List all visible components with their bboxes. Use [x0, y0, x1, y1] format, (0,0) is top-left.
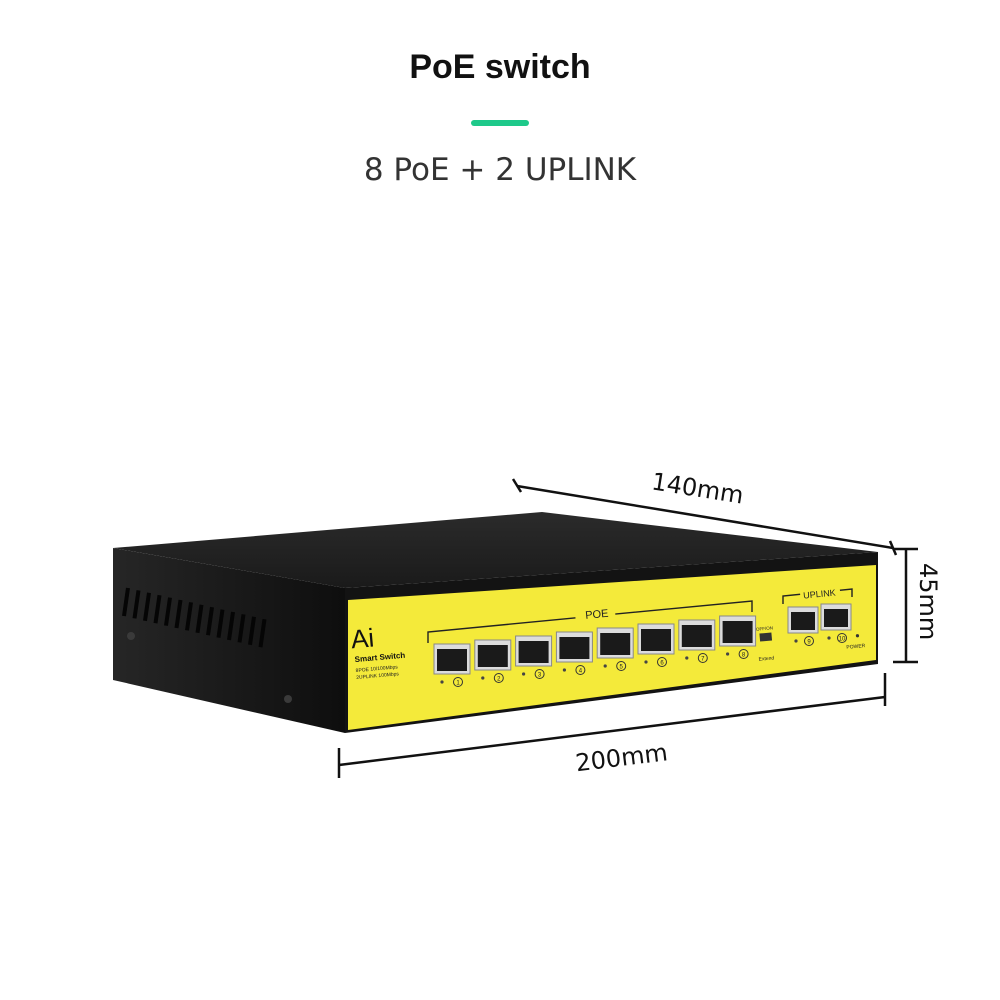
- port-number-badge: [837, 633, 847, 643]
- switch-left-face: [113, 548, 345, 733]
- brand-logo: Ai: [350, 622, 376, 654]
- accent-divider: [471, 120, 529, 126]
- vent-slot: [164, 597, 172, 626]
- poe-group-label: POE: [585, 608, 609, 622]
- vent-slot: [185, 602, 193, 631]
- width-label: 200mm: [574, 738, 669, 777]
- port-number-badge: [616, 661, 627, 671]
- port-number: 3: [538, 673, 542, 679]
- height-dimension-line: [893, 547, 918, 664]
- port-number: 2: [497, 677, 501, 683]
- port-socket: [600, 633, 631, 655]
- port-socket: [641, 629, 671, 651]
- switch-label: OFF/ON: [756, 625, 773, 631]
- port-number-badge: [493, 673, 504, 683]
- vent-slot: [132, 590, 141, 619]
- width-dimension-line: [337, 673, 887, 778]
- port-number: 4: [579, 669, 583, 675]
- port-number: 6: [660, 661, 664, 667]
- port-number-badge: [575, 665, 586, 675]
- extend-toggle-switch[interactable]: [759, 632, 773, 642]
- ethernet-port-8[interactable]: 8: [719, 615, 757, 659]
- extend-label: Extend: [758, 655, 774, 662]
- port-led-icon: [726, 652, 730, 656]
- ethernet-port-1[interactable]: 1: [433, 643, 471, 687]
- port-socket: [437, 649, 467, 671]
- spec-line-2: 2UPLINK 100Mbps: [356, 671, 400, 681]
- spec-line-1: 8POE 10/100Mbps: [355, 664, 398, 674]
- port-number-badge: [534, 669, 545, 679]
- port-number-badge: [738, 649, 749, 659]
- ethernet-port-5[interactable]: 5: [596, 627, 634, 671]
- ethernet-port-2[interactable]: 2: [474, 639, 512, 683]
- switch-top-face: [113, 512, 878, 588]
- vent-slot: [174, 599, 183, 629]
- port-led-icon: [522, 672, 526, 676]
- port-led-icon: [794, 639, 798, 643]
- ethernet-port-3[interactable]: 3: [515, 635, 553, 679]
- port-number: 10: [839, 637, 846, 643]
- vent-slot: [227, 611, 235, 641]
- port-led-icon: [440, 680, 444, 684]
- vent-slot: [195, 604, 204, 634]
- power-led-icon: [855, 634, 860, 638]
- depth-label: 140mm: [650, 467, 746, 509]
- port-number: 9: [807, 640, 811, 646]
- port-led-icon: [603, 664, 607, 668]
- model-label: Smart Switch: [354, 651, 405, 664]
- page-title: PoE switch: [409, 48, 591, 86]
- port-row: 1 2 3 4 5 6 7 8 9 10: [433, 603, 852, 687]
- vent-slot: [143, 592, 151, 622]
- ethernet-port-7[interactable]: 7: [678, 619, 716, 663]
- port-number: 7: [701, 657, 705, 663]
- port-led-icon: [481, 676, 485, 680]
- vent-slot: [216, 609, 225, 638]
- screw-icon: [284, 695, 292, 703]
- port-socket: [518, 641, 549, 663]
- port-socket: [477, 645, 508, 667]
- port-led-icon: [562, 668, 567, 672]
- ethernet-port-4[interactable]: 4: [555, 631, 593, 675]
- port-number: 5: [620, 665, 624, 671]
- port-socket: [824, 609, 848, 627]
- poe-label-bg: [574, 604, 616, 620]
- side-vents: [122, 587, 267, 648]
- port-number: 8: [742, 653, 746, 659]
- port-number-badge: [697, 653, 708, 663]
- port-socket: [791, 612, 815, 630]
- port-socket: [559, 637, 590, 659]
- port-socket: [681, 625, 712, 647]
- vent-slot: [206, 606, 214, 636]
- screw-icon: [127, 632, 135, 640]
- port-number-badge: [657, 657, 667, 667]
- port-number-badge: [453, 677, 463, 687]
- vent-slot: [248, 616, 256, 646]
- power-label: POWER: [846, 643, 866, 651]
- port-number: 1: [456, 681, 460, 687]
- port-number-badge: [804, 636, 814, 646]
- ethernet-port-6[interactable]: 6: [637, 623, 675, 667]
- ethernet-port-9[interactable]: 9: [787, 606, 819, 646]
- ethernet-port-10[interactable]: 10: [820, 603, 852, 643]
- page-subtitle: 8 PoE + 2 UPLINK: [363, 152, 637, 188]
- vent-slot: [153, 594, 162, 624]
- vent-slot: [258, 618, 267, 648]
- vent-slot: [122, 587, 130, 617]
- port-led-icon: [644, 660, 648, 664]
- height-label: 45mm: [914, 563, 942, 640]
- port-socket: [722, 621, 753, 643]
- port-led-icon: [827, 636, 831, 640]
- port-led-icon: [685, 656, 689, 660]
- uplink-label-bg: [799, 585, 841, 599]
- uplink-group-label: UPLINK: [803, 588, 836, 601]
- vent-slot: [237, 614, 246, 643]
